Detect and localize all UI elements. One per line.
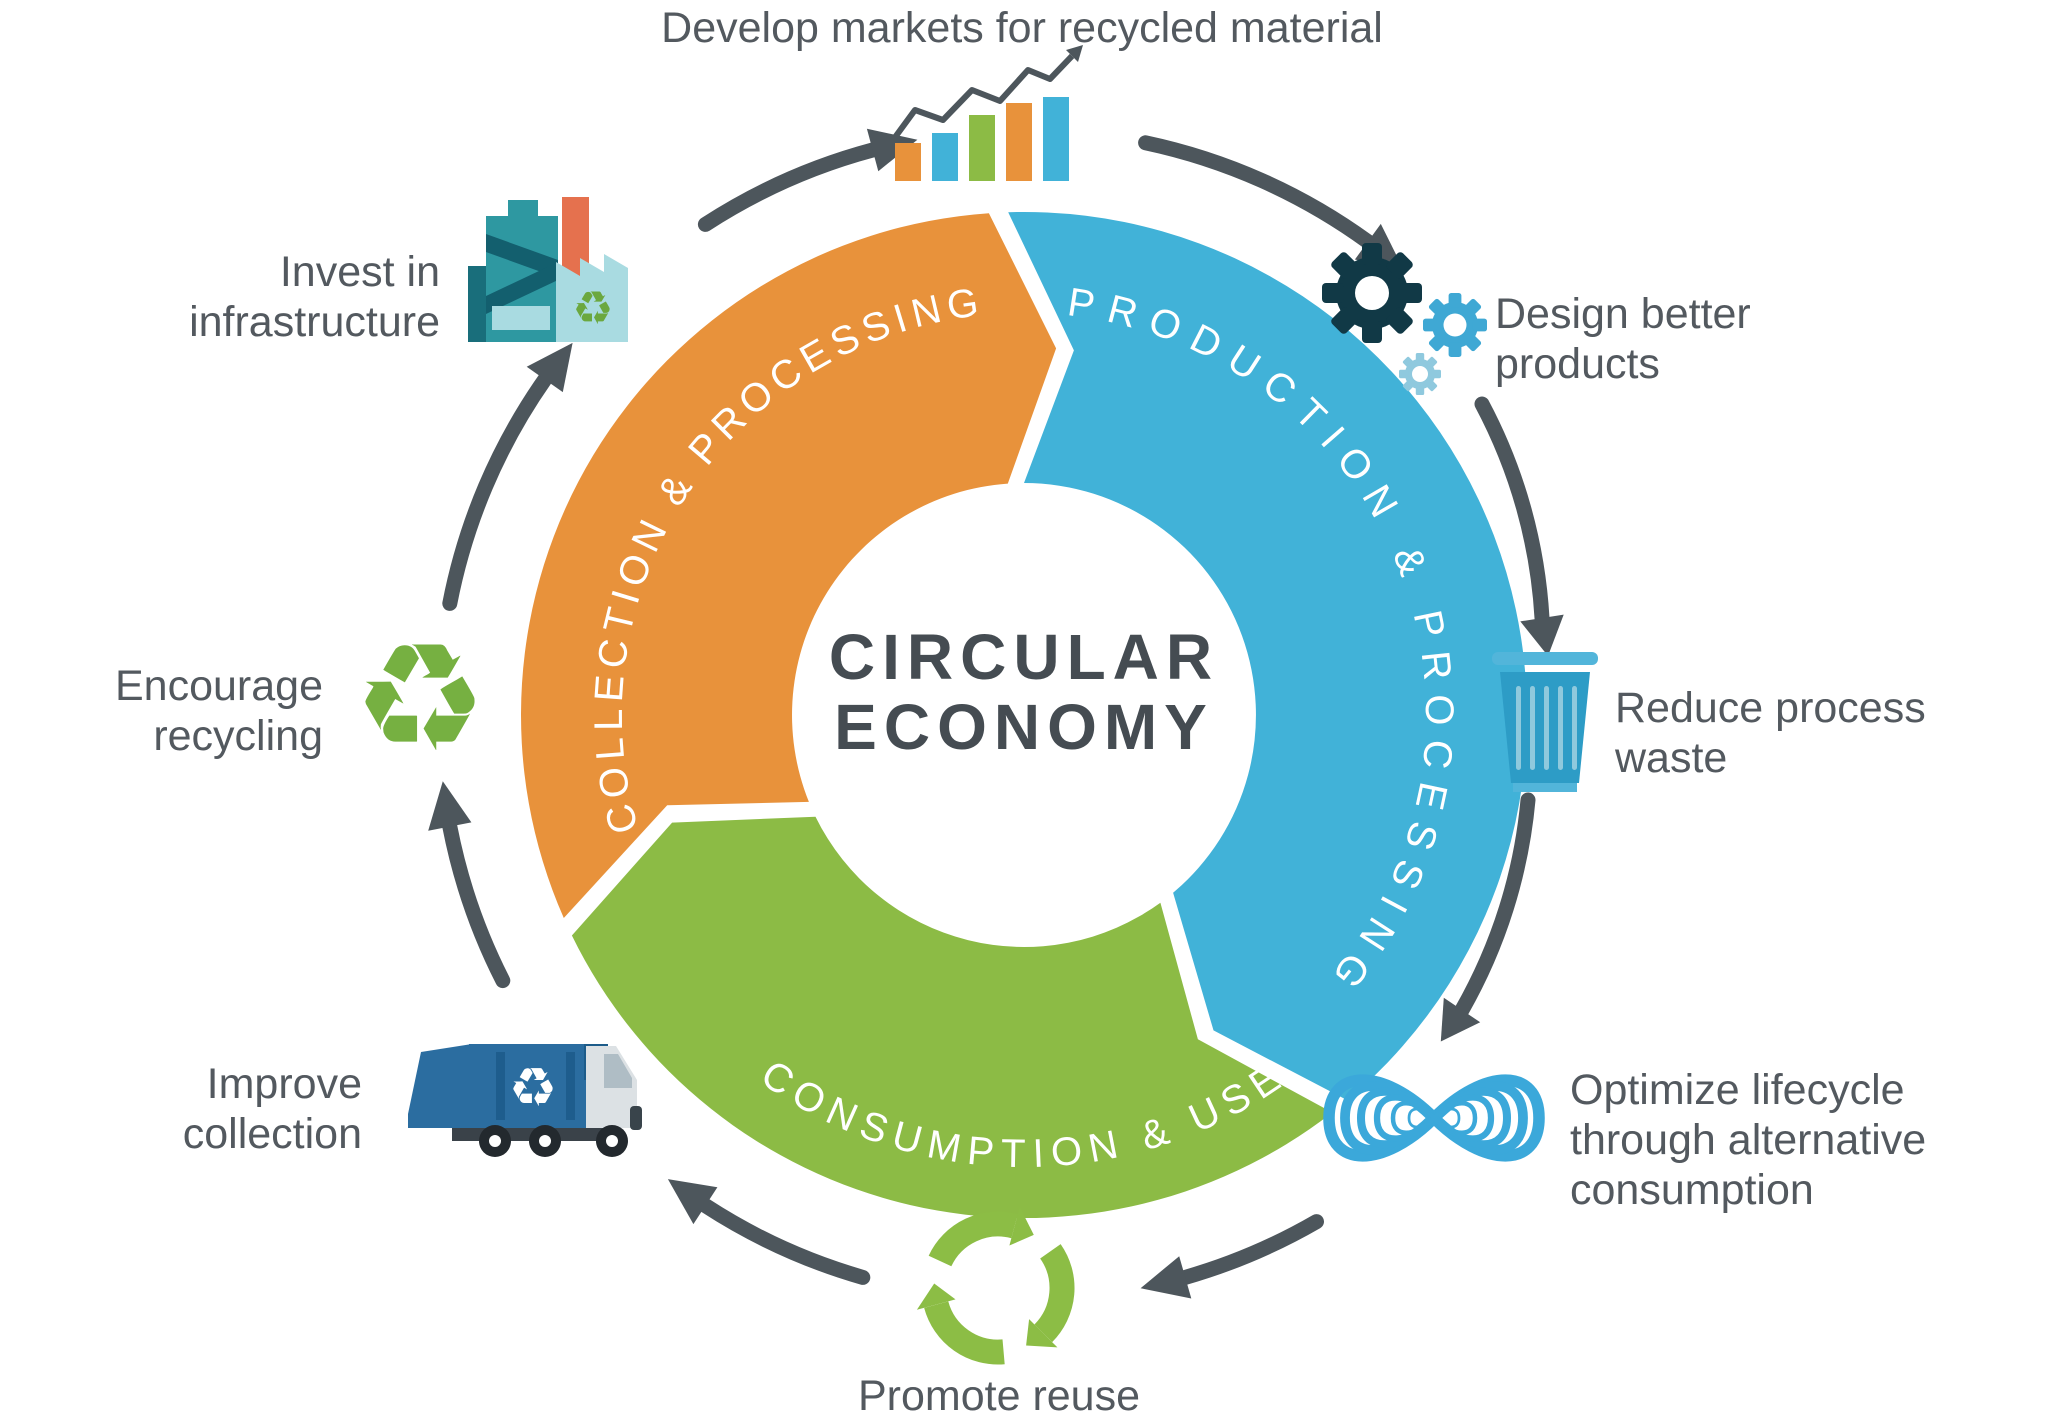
callout-line: Encourage bbox=[115, 662, 323, 710]
callout-line: through alternative bbox=[1570, 1115, 1927, 1164]
arrow-trash-to-infinity bbox=[1440, 792, 1536, 1042]
factory-recycle-emblem: ♻ bbox=[572, 281, 613, 335]
callout-line: Develop markets for recycled material bbox=[661, 4, 1383, 52]
diagram-title: CIRCULAR ECONOMY bbox=[829, 622, 1219, 763]
callout-line: Reduce process bbox=[1615, 684, 1926, 732]
diagram-title-line2: ECONOMY bbox=[834, 691, 1214, 764]
callout-reduce-process-waste: Reduce process waste bbox=[1615, 684, 1926, 784]
callout-invest-infrastructure: Invest in infrastructure bbox=[189, 248, 440, 348]
segment-consumption-use bbox=[571, 816, 1333, 1219]
callout-encourage-recycling: Encourage recycling bbox=[115, 662, 323, 762]
infinity-loop-icon bbox=[1329, 1080, 1539, 1156]
segment-production-processing bbox=[1008, 211, 1528, 1101]
arrow-gears-to-trash bbox=[1474, 396, 1564, 656]
reuse-cycle-icon bbox=[916, 1206, 1075, 1365]
arrow-infinity-to-reuse bbox=[1140, 1214, 1324, 1299]
segment-collection-processing bbox=[521, 213, 1057, 918]
arrow-truck-to-recycle bbox=[428, 781, 511, 989]
diagram-title-line1: CIRCULAR bbox=[828, 621, 1220, 693]
callout-line: collection bbox=[182, 1109, 362, 1158]
callout-improve-collection: Improve collection bbox=[183, 1060, 362, 1160]
callout-optimize-lifecycle: Optimize lifecycle through alternative c… bbox=[1570, 1066, 1926, 1216]
flow-arrows bbox=[428, 128, 1564, 1299]
callout-line: consumption bbox=[1570, 1165, 1814, 1214]
callout-line: products bbox=[1495, 339, 1660, 388]
callout-line: infrastructure bbox=[189, 297, 440, 346]
arrow-recycle-to-factory bbox=[442, 342, 573, 611]
garbage-truck-icon: ♻ bbox=[408, 1044, 642, 1157]
gears-icon bbox=[1322, 243, 1487, 395]
callout-line: waste bbox=[1615, 733, 1728, 782]
recycling-symbol-icon: ♻ bbox=[353, 612, 487, 786]
callout-line: Optimize lifecycle bbox=[1570, 1066, 1905, 1114]
truck-recycle-emblem: ♻ bbox=[509, 1056, 557, 1119]
arrow-factory-to-chart bbox=[697, 128, 918, 232]
callout-line: Improve bbox=[206, 1060, 362, 1108]
callout-line: Promote reuse bbox=[857, 1372, 1141, 1420]
bar-chart-icon bbox=[890, 45, 1083, 181]
trash-can-icon bbox=[1492, 652, 1598, 792]
callout-promote-reuse: Promote reuse bbox=[858, 1372, 1140, 1420]
callout-design-better-products: Design better products bbox=[1495, 290, 1751, 390]
callout-line: recycling bbox=[153, 711, 323, 760]
factory-icon: ♻ bbox=[468, 197, 628, 342]
arrow-reuse-to-truck bbox=[667, 1179, 871, 1285]
callout-develop-markets: Develop markets for recycled material bbox=[661, 4, 1383, 54]
callout-line: Design better bbox=[1495, 290, 1751, 338]
callout-line: Invest in bbox=[279, 248, 440, 296]
